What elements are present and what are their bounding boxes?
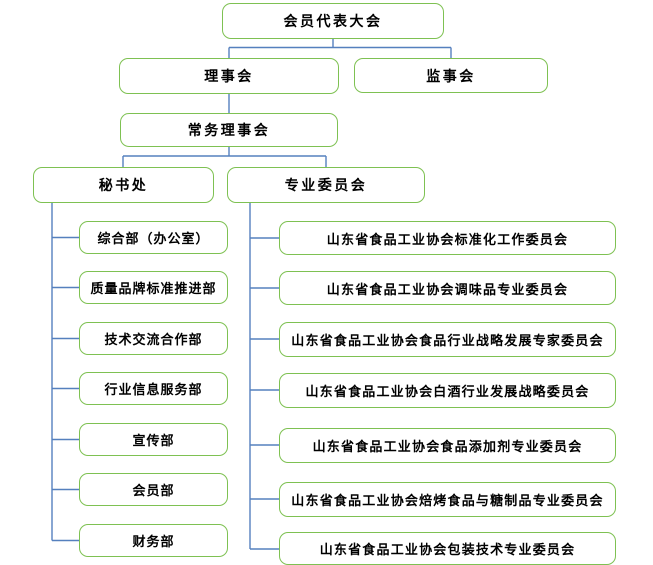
org-box-member-congress: 会员代表大会 <box>222 3 444 39</box>
org-box-secretariat-label: 秘书处 <box>98 178 149 194</box>
org-box-department: 综合部（办公室） <box>79 221 228 254</box>
org-box-council-label: 理事会 <box>204 69 254 85</box>
department-label: 财务部 <box>132 535 175 550</box>
committee-label: 山东省食品工业协会食品添加剂专业委员会 <box>312 440 583 455</box>
connector-path <box>51 39 452 550</box>
committee-label: 山东省食品工业协会白酒行业发展战略委员会 <box>305 385 590 400</box>
org-box-committee: 山东省食品工业协会白酒行业发展战略委员会 <box>279 373 616 408</box>
org-box-committee: 山东省食品工业协会包装技术专业委员会 <box>279 532 616 565</box>
committee-label: 山东省食品工业协会焙烤食品与糖制品专业委员会 <box>291 494 604 509</box>
department-label: 质量品牌标准推进部 <box>90 282 217 297</box>
org-box-department: 质量品牌标准推进部 <box>79 271 228 304</box>
department-label: 会员部 <box>132 484 175 499</box>
org-box-secretariat: 秘书处 <box>33 167 214 203</box>
org-box-professional-committees-label: 专业委员会 <box>284 178 368 194</box>
department-label: 综合部（办公室） <box>97 232 210 247</box>
org-box-member-congress-label: 会员代表大会 <box>283 14 383 30</box>
org-box-committee: 山东省食品工业协会食品行业战略发展专家委员会 <box>279 322 616 357</box>
org-box-department: 财务部 <box>79 524 228 557</box>
committee-label: 山东省食品工业协会标准化工作委员会 <box>326 232 569 248</box>
org-box-council: 理事会 <box>119 58 339 94</box>
org-box-committee: 山东省食品工业协会标准化工作委员会 <box>279 221 616 255</box>
department-label: 宣传部 <box>132 434 175 449</box>
committee-label: 山东省食品工业协会调味品专业委员会 <box>326 282 569 298</box>
department-label: 技术交流合作部 <box>104 333 203 348</box>
org-box-supervisory-board-label: 监事会 <box>426 68 476 85</box>
org-box-committee: 山东省食品工业协会焙烤食品与糖制品专业委员会 <box>279 482 616 517</box>
org-box-committee: 山东省食品工业协会调味品专业委员会 <box>279 271 616 305</box>
committee-label: 山东省食品工业协会食品行业战略发展专家委员会 <box>291 334 604 349</box>
org-box-department: 技术交流合作部 <box>79 322 228 355</box>
org-box-standing-council: 常务理事会 <box>120 113 338 147</box>
org-box-supervisory-board: 监事会 <box>354 58 548 93</box>
org-box-committee: 山东省食品工业协会食品添加剂专业委员会 <box>279 428 616 463</box>
committee-label: 山东省食品工业协会包装技术专业委员会 <box>319 543 576 558</box>
org-box-department: 会员部 <box>79 473 228 506</box>
org-box-department: 宣传部 <box>79 423 228 456</box>
org-box-department: 行业信息服务部 <box>79 372 228 405</box>
org-box-professional-committees: 专业委员会 <box>227 167 425 203</box>
org-box-standing-council-label: 常务理事会 <box>187 123 271 139</box>
department-label: 行业信息服务部 <box>104 383 203 398</box>
